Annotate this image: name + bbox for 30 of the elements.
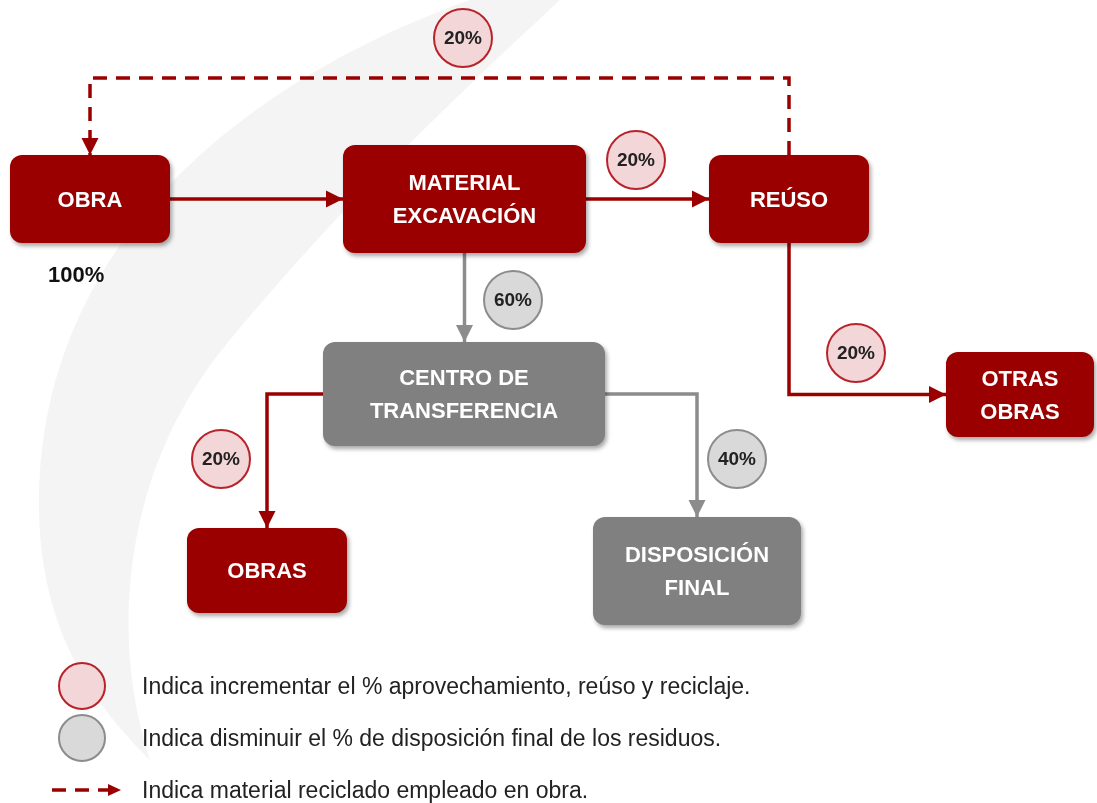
box-label: OBRA <box>57 185 123 214</box>
arrow <box>787 243 946 404</box>
arrow <box>170 190 343 208</box>
legend-text: Indica incrementar el % aprovechamiento, reúso y reciclaje. <box>142 672 751 700</box>
process-box <box>323 342 605 446</box>
percentage-circle: 20% <box>606 130 666 190</box>
legend-text: Indica material reciclado empleado en obra. <box>142 776 589 803</box>
process-box <box>946 352 1094 437</box>
box-label: REÚSO <box>749 185 829 214</box>
box-label: OTRAS OBRAS <box>979 364 1061 426</box>
process-box <box>343 145 586 253</box>
arrow <box>455 253 474 342</box>
percentage-circle: 40% <box>707 429 767 489</box>
process-box <box>187 528 347 613</box>
legend-text: Indica disminuir el % de disposición final de los residuos. <box>142 724 722 752</box>
box-label: OBRAS <box>227 557 307 585</box>
percentage-circle: 20% <box>191 429 251 489</box>
percentage-circle: 20% <box>826 323 886 383</box>
box-label: DISPOSICIÓN FINAL <box>623 541 771 602</box>
arrow <box>258 392 323 528</box>
arrow <box>605 392 706 517</box>
process-box <box>10 155 170 243</box>
dashed-arrow <box>81 76 791 155</box>
percentage-label: 100% <box>48 262 105 288</box>
arrow <box>586 190 709 208</box>
box-label: CENTRO DE TRANSFERENCIA <box>368 364 560 425</box>
process-box <box>593 517 801 625</box>
box-label: MATERIAL EXCAVACIÓN <box>391 169 538 230</box>
percentage-circle: 60% <box>483 270 543 330</box>
process-box <box>709 155 869 243</box>
